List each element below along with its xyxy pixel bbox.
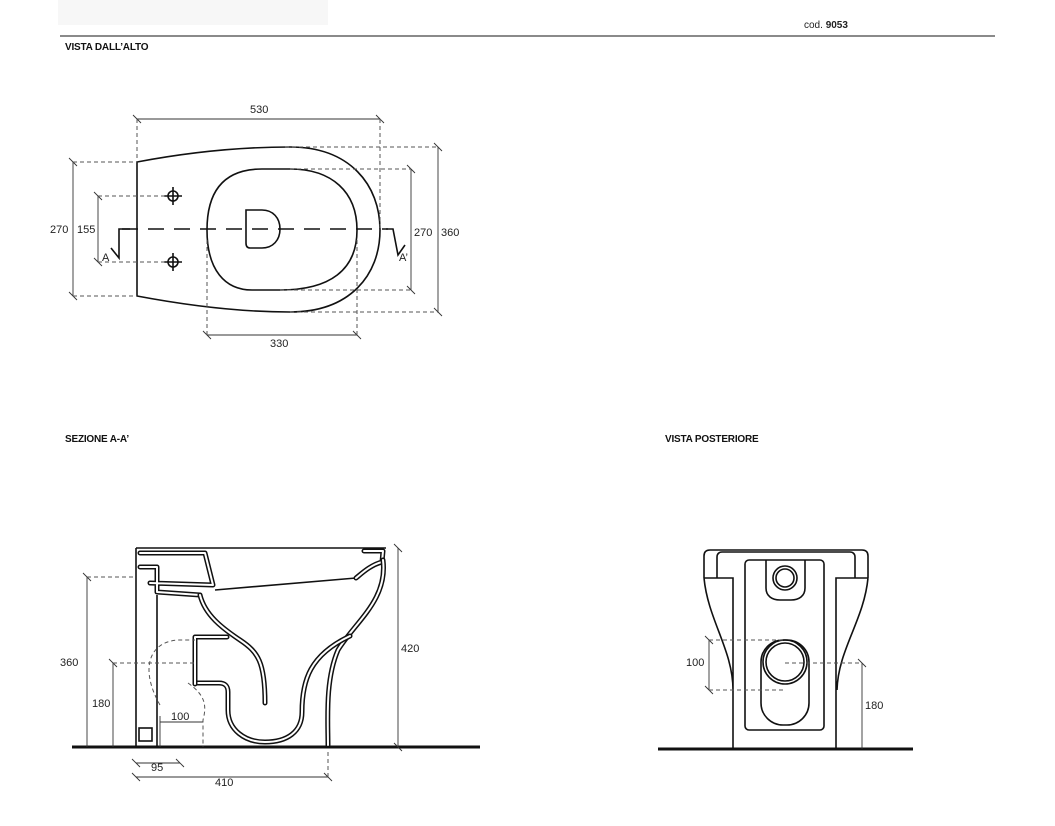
dim-outlet-height: 180 [92, 698, 110, 710]
dim-depth: 410 [215, 777, 233, 789]
water-line [214, 577, 357, 591]
outlet-icon [762, 639, 808, 685]
header-placeholder-box [58, 0, 328, 25]
fixing-hole-icon [164, 253, 182, 271]
code-prefix: cod. [804, 20, 823, 31]
dim-seat-length: 330 [270, 338, 288, 350]
right-side-profile [835, 577, 869, 749]
base-box [138, 727, 153, 742]
dim-length: 530 [250, 104, 268, 116]
dim-total-height: 420 [401, 643, 419, 655]
section-label-a: A [102, 252, 110, 264]
left-side-profile [703, 577, 734, 749]
top-view-title: VISTA DALL’ALTO [65, 42, 149, 53]
dim-outlet-diameter: 100 [686, 657, 704, 669]
dim-seat-width: 270 [414, 227, 432, 239]
header-rule [60, 35, 995, 37]
water-inlet-icon [772, 565, 798, 591]
rear-view: 100 180 [658, 549, 913, 751]
drain-shape [245, 209, 281, 249]
section-mark-right [386, 228, 406, 258]
dim-height-360: 360 [60, 657, 78, 669]
bowl-outline [136, 146, 381, 313]
fixing-hole-icon [164, 187, 182, 205]
product-code: cod. 9053 [804, 20, 848, 31]
rear-panel [744, 559, 825, 731]
dim-outlet-distance: 95 [151, 762, 163, 774]
dim-total-width: 360 [441, 227, 459, 239]
rear-view-title: VISTA POSTERIORE [665, 434, 759, 445]
section-view: 360 180 100 95 410 420 [60, 543, 480, 789]
section-label-a-prime: A’ [399, 252, 408, 264]
dim-rear-outlet-height: 180 [865, 700, 883, 712]
dim-holes: 155 [77, 224, 95, 236]
trap-inner-wall [197, 592, 268, 706]
code-number: 9053 [825, 20, 848, 31]
section-view-title: SEZIONE A-A’ [65, 434, 129, 445]
outlet-pipe-outline [148, 639, 206, 747]
top-view: A A’ 530 270 155 270 360 330 [50, 104, 459, 350]
section-mark-left [110, 228, 130, 261]
dim-width-left: 270 [50, 224, 68, 236]
dim-outlet-width: 100 [171, 711, 189, 723]
